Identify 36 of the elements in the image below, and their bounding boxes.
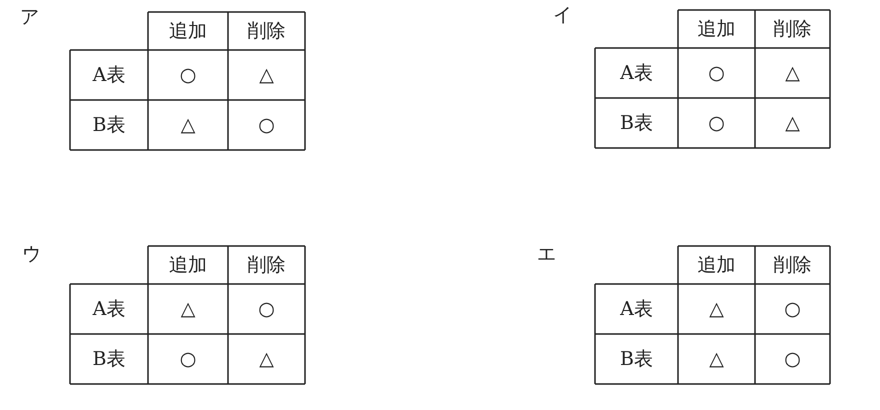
table-symbol: ○	[180, 348, 196, 370]
column-header: 削除	[774, 253, 812, 278]
row-header: B表	[620, 347, 653, 372]
table-symbol: △	[259, 64, 274, 86]
option-letter: ウ	[22, 245, 41, 264]
row-header: A表	[92, 297, 126, 322]
table-symbol: △	[259, 348, 274, 370]
table-symbol: ○	[708, 62, 725, 84]
column-header: 追加	[169, 253, 207, 278]
table-symbol: △	[785, 62, 800, 84]
table-symbol: △	[709, 298, 724, 320]
row-header: A表	[620, 61, 653, 86]
column-header: 追加	[698, 17, 736, 42]
option-letter: ア	[20, 8, 39, 27]
column-header: 削除	[248, 19, 286, 44]
option-letter: イ	[553, 6, 572, 25]
column-header: 削除	[774, 17, 812, 42]
table-symbol: △	[180, 298, 196, 320]
row-header: B表	[620, 111, 653, 136]
row-header: A表	[620, 297, 653, 322]
row-header: A表	[92, 63, 126, 88]
column-header: 削除	[248, 253, 286, 278]
table-symbol: ○	[180, 64, 196, 86]
table-symbol: ○	[708, 112, 725, 134]
row-header: B表	[92, 347, 126, 372]
table-symbol: ○	[258, 114, 275, 136]
column-header: 追加	[169, 19, 207, 44]
column-header: 追加	[698, 253, 736, 278]
table-symbol: ○	[784, 298, 801, 320]
table-symbol: △	[709, 348, 724, 370]
table-symbol: ○	[258, 298, 275, 320]
table-symbol: △	[180, 114, 196, 136]
table-symbol: △	[785, 112, 800, 134]
option-letter: エ	[537, 245, 556, 264]
table-symbol: ○	[784, 348, 801, 370]
row-header: B表	[92, 113, 126, 138]
